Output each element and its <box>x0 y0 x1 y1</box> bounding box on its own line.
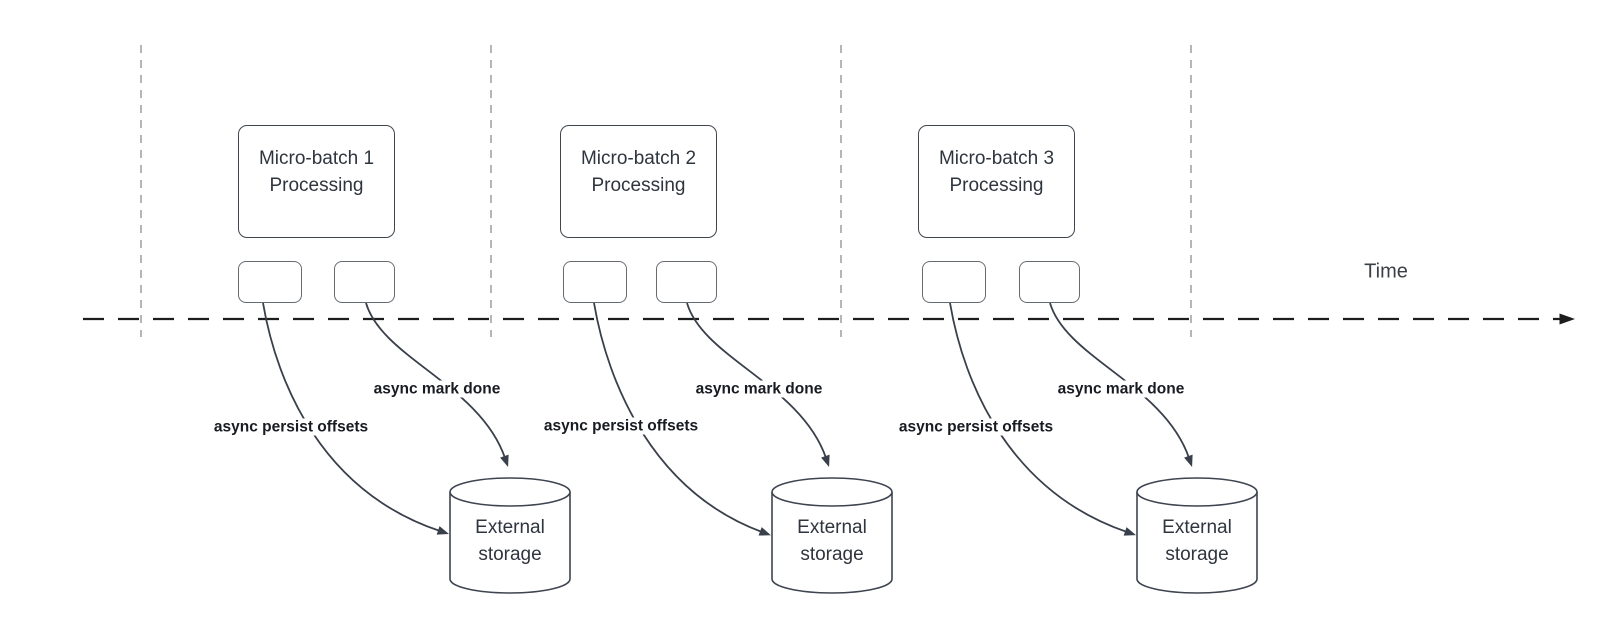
storage-label-3: External storage <box>1162 517 1232 565</box>
mark-done-edge-1 <box>365 302 509 467</box>
storage-cylinder-3 <box>1136 477 1258 594</box>
storage-label-2: External storage <box>797 517 867 565</box>
persist-offsets-edge-1 <box>262 302 450 535</box>
markdone-stub-box-2 <box>656 261 717 303</box>
persist-offsets-label-3: async persist offsets <box>895 418 1057 436</box>
offset-stub-box-1 <box>238 261 302 303</box>
mark-done-edge-3 <box>1049 302 1193 467</box>
storage-cylinder-1 <box>449 477 571 594</box>
mark-done-label-1: async mark done <box>370 380 504 398</box>
markdone-stub-box-1 <box>334 261 395 303</box>
persist-offsets-label-2: async persist offsets <box>540 417 702 435</box>
mark-done-edge-2 <box>686 302 830 467</box>
offset-stub-box-2 <box>563 261 627 303</box>
processing-box-2: Micro-batch 2 Processing <box>560 125 717 238</box>
mark-done-label-2: async mark done <box>692 380 826 398</box>
storage-label-1: External storage <box>475 517 545 565</box>
storage-cylinder-2 <box>771 477 893 594</box>
processing-box-1: Micro-batch 1 Processing <box>238 125 395 238</box>
mark-done-label-3: async mark done <box>1054 380 1188 398</box>
persist-offsets-edge-3 <box>949 302 1136 536</box>
time-axis-label: Time <box>1364 260 1408 283</box>
persist-offsets-label-1: async persist offsets <box>210 418 372 436</box>
offset-stub-box-3 <box>922 261 986 303</box>
markdone-stub-box-3 <box>1019 261 1080 303</box>
processing-box-3: Micro-batch 3 Processing <box>918 125 1075 238</box>
